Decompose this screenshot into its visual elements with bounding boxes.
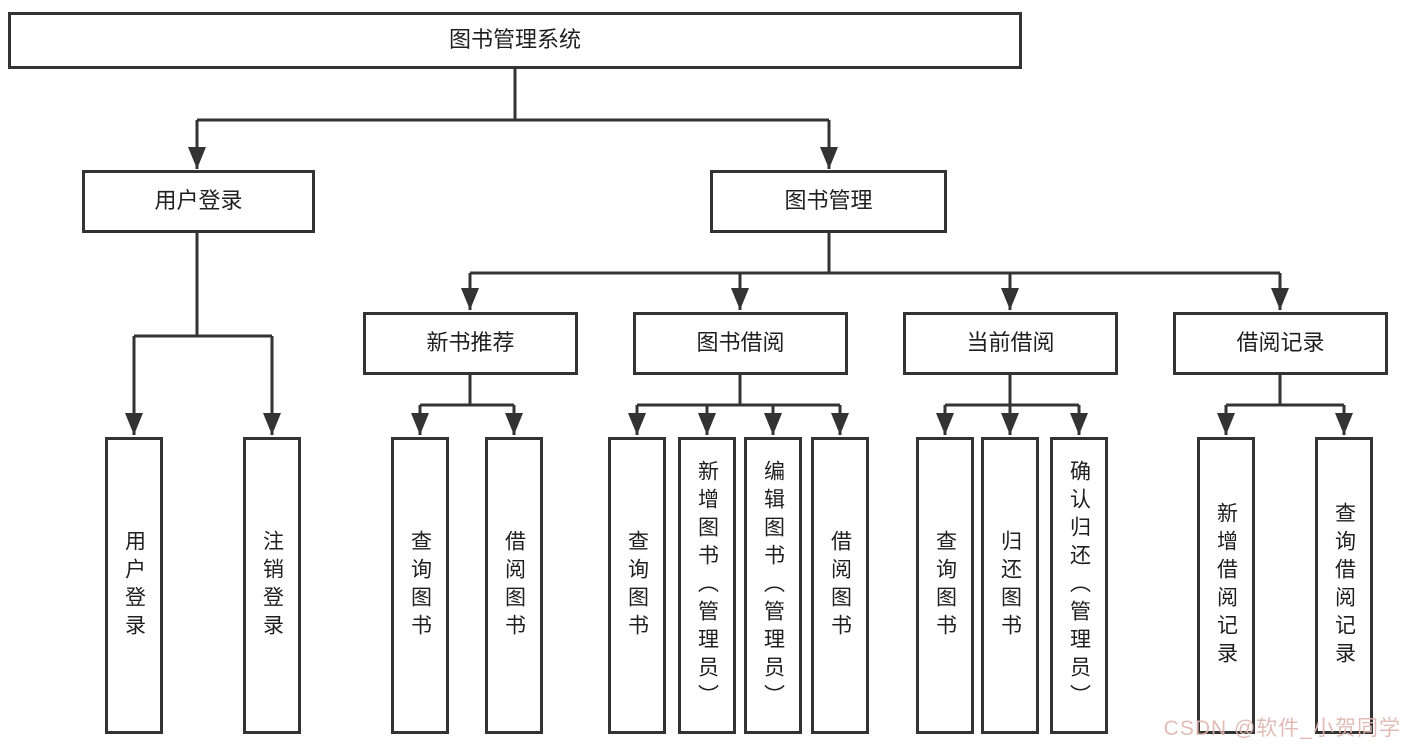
node-book-management: 图书管理 [710,170,947,233]
leaf-borrow-edit-book-admin: 编辑图书（管理员） [744,437,802,734]
leaf-user-login: 用户登录 [105,437,163,734]
node-system-root: 图书管理系统 [8,12,1022,69]
leaf-borrow-query-book: 查询图书 [608,437,666,734]
leaf-logout: 注销登录 [243,437,301,734]
leaf-current-confirm-return-admin: 确认归还（管理员） [1050,437,1108,734]
leaf-recommend-query-book: 查询图书 [391,437,449,734]
leaf-current-return-book: 归还图书 [981,437,1039,734]
node-book-borrow: 图书借阅 [633,312,848,375]
node-current-borrow: 当前借阅 [903,312,1118,375]
node-user-login: 用户登录 [82,170,315,233]
leaf-borrow-add-book-admin: 新增图书（管理员） [678,437,736,734]
leaf-records-add-record: 新增借阅记录 [1197,437,1255,734]
leaf-records-query-record: 查询借阅记录 [1315,437,1373,734]
node-new-book-recommend: 新书推荐 [363,312,578,375]
leaf-borrow-borrow-book: 借阅图书 [811,437,869,734]
connector-trunks [134,66,1344,407]
leaf-recommend-borrow-book: 借阅图书 [485,437,543,734]
leaf-current-query-book: 查询图书 [916,437,974,734]
watermark-text: CSDN @软件_小贺同学 [1163,717,1401,740]
node-borrow-records: 借阅记录 [1173,312,1388,375]
